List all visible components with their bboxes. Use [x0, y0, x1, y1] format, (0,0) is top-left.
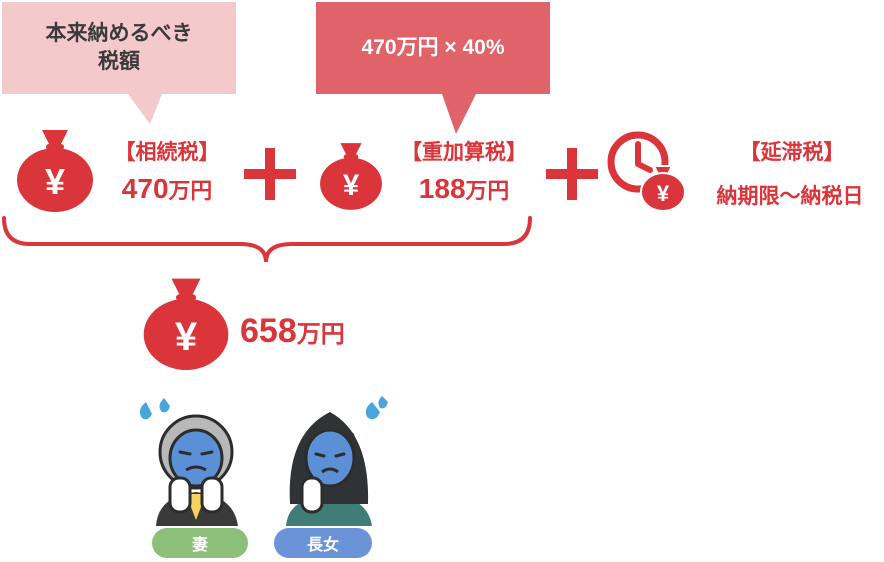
late-tax-title: 【延滞税】 — [739, 141, 845, 164]
inheritance-tax-title: 【相続税】 — [114, 141, 220, 164]
yen-money-bag-icon: ¥ — [320, 143, 382, 210]
penalty-tax-amount: 188万円 — [384, 172, 544, 208]
svg-text:¥: ¥ — [343, 169, 360, 202]
original-tax-callout-text: 本来納めるべき 税額 — [45, 22, 193, 73]
total-amount-value: 658 — [240, 312, 297, 350]
yen-money-bag-icon: ¥ — [143, 278, 229, 370]
original-tax-callout-pointer — [128, 94, 162, 124]
penalty-tax-amount-value: 188 — [418, 173, 466, 204]
daughter-label: 長女 — [274, 528, 372, 558]
penalty-tax-amount-unit: 万円 — [465, 178, 510, 203]
svg-text:¥: ¥ — [657, 181, 670, 206]
yen-money-bag-icon: ¥ — [17, 130, 93, 212]
wife-label: 妻 — [152, 528, 248, 558]
inheritance-tax-amount: 470万円 — [102, 172, 232, 208]
sweat-drop-icon — [139, 402, 152, 420]
worried-daughter-illustration — [286, 396, 388, 526]
plus-operator-1 — [244, 148, 296, 200]
inheritance-tax-amount-unit: 万円 — [168, 178, 213, 203]
sum-brace — [2, 216, 532, 263]
clock-icon: ¥ — [607, 131, 686, 212]
svg-text:¥: ¥ — [45, 161, 65, 202]
inheritance-tax-amount-value: 470 — [121, 173, 169, 204]
sweat-drop-icon — [159, 398, 170, 413]
svg-text:¥: ¥ — [175, 315, 198, 359]
calc-callout-text: 470万円 × 40% — [361, 36, 505, 59]
worried-wife-illustration — [139, 398, 238, 526]
calc-callout: 470万円 × 40% — [316, 2, 550, 94]
penalty-tax-title: 【重加算税】 — [401, 141, 527, 164]
original-tax-callout: 本来納めるべき 税額 — [2, 2, 236, 94]
late-tax-period: 納期限～納税日 — [716, 185, 864, 208]
plus-operator-2 — [546, 148, 598, 200]
total-amount: 658万円 — [240, 312, 345, 351]
calc-callout-pointer — [442, 94, 476, 134]
sweat-drop-icon — [365, 402, 380, 420]
total-amount-unit: 万円 — [296, 321, 345, 348]
sweat-drop-icon — [378, 396, 388, 409]
small-yen-money-bag-icon: ¥ — [640, 165, 686, 212]
